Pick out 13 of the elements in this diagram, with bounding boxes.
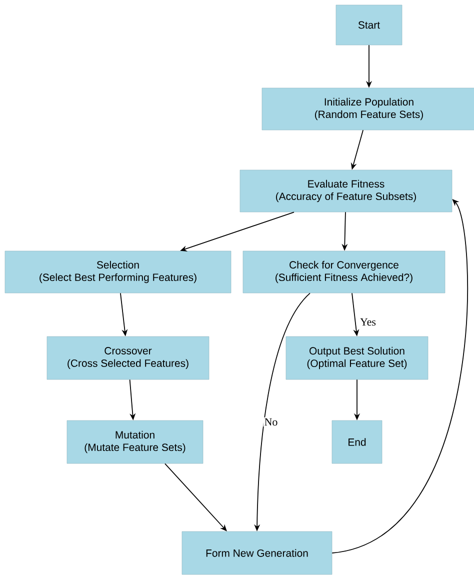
process-box: Mutation (Mutate Feature Sets): [66, 420, 204, 464]
process-box: Start: [336, 4, 402, 46]
process-box: Check for Convergence (Sufficient Fitness Achieved?): [242, 250, 446, 294]
process-box: Evaluate Fitness (Accuracy of Feature Subsets): [240, 170, 452, 212]
process-box: Form New Generation: [182, 531, 332, 575]
edge-label: No: [263, 417, 279, 427]
process-box: Selection (Select Best Performing Features): [4, 250, 232, 294]
arrow: [332, 199, 468, 554]
edge-label: Yes: [359, 317, 377, 327]
process-box: Output Best Solution (Optimal Feature Set): [286, 336, 428, 380]
process-box: Crossover (Cross Selected Features): [46, 336, 210, 380]
process-box: End: [332, 420, 382, 464]
process-box: Initialize Population (Random Feature Sets): [262, 88, 474, 130]
